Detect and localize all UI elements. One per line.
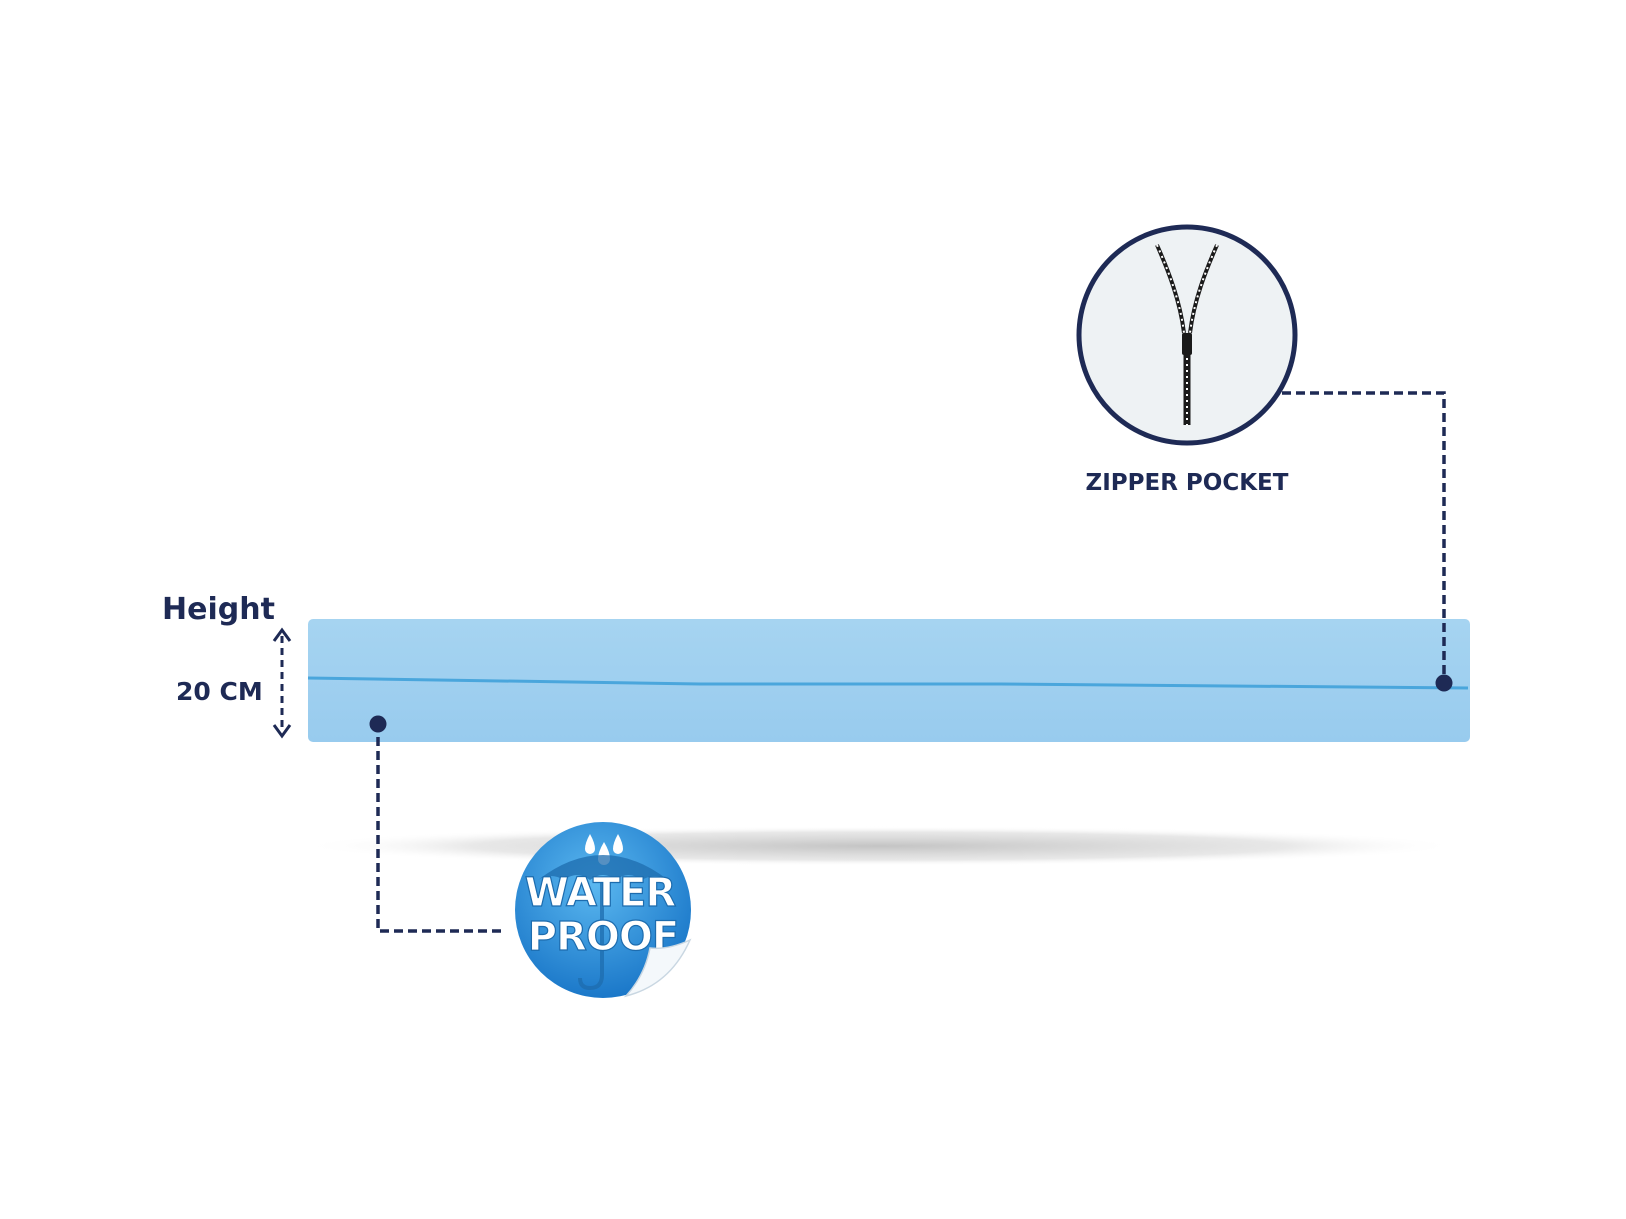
sticker-peel [623,938,692,998]
mattress-body [308,619,1470,742]
waterproof-badge: WATER PROOF [515,822,692,998]
mattress-seam [307,676,1469,690]
waterproof-line1: WATER [525,870,676,916]
height-value: 20 CM [176,677,263,706]
waterproof-callout-dot [369,715,387,733]
zipper-pocket-label: ZIPPER POCKET [1085,470,1289,496]
umbrella-icon [538,855,668,991]
waterproof-leader-line [376,723,506,933]
height-label: Height [162,592,275,627]
mattress-shadow [300,826,1460,866]
zipper-callout-dot [1435,674,1453,692]
zipper-leader-line [1282,391,1446,682]
zipper-icon [1155,244,1219,425]
zipper-callout [1076,224,1453,692]
waterproof-callout: WATER PROOF [369,715,692,998]
height-arrow-icon [272,627,292,739]
